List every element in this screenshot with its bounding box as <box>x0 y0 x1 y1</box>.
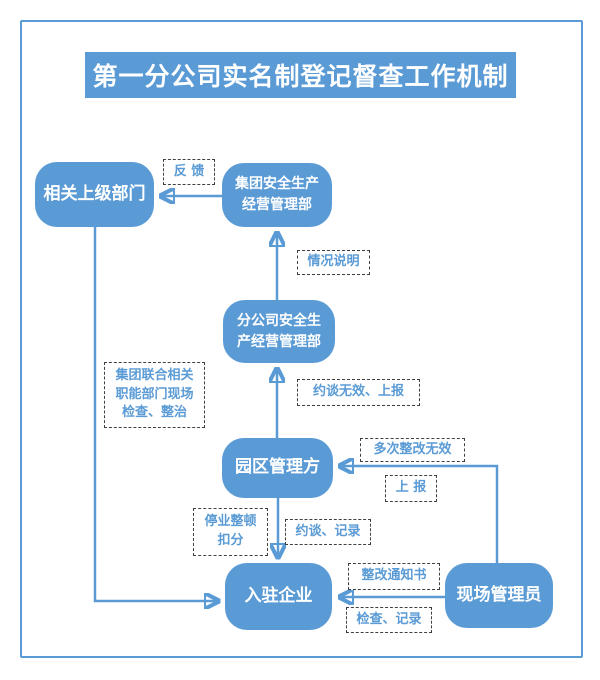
label-group-joint-inspection: 集团联合相关 职能部门现场 检查、整治 <box>104 362 205 428</box>
node-park-management: 园区管理方 <box>222 438 333 498</box>
node-group-safety-production-dept: 集团安全生产 经营管理部 <box>222 163 332 227</box>
node-superior-departments: 相关上级部门 <box>35 162 154 227</box>
node-site-manager: 现场管理员 <box>445 563 553 628</box>
node-branch-safety-production-dept: 分公司安全生 产经营管理部 <box>223 300 335 363</box>
label-inspect-and-record: 检查、记录 <box>346 607 432 633</box>
label-rectification-notice: 整改通知书 <box>348 563 440 590</box>
outer-border-frame <box>20 20 583 658</box>
arrow-sitemanager-to-park <box>341 466 499 563</box>
label-interview-and-record: 约谈、记录 <box>285 519 371 545</box>
node-resident-enterprise: 入驻企业 <box>225 563 332 630</box>
label-situation-report: 情况说明 <box>297 250 370 275</box>
arrow-superior-to-enterprise <box>93 227 217 601</box>
label-interview-invalid-report: 约谈无效、上报 <box>297 379 420 406</box>
diagram-title: 第一分公司实名制登记督查工作机制 <box>85 52 516 98</box>
label-repeated-rectification-invalid: 多次整改无效 <box>360 438 465 462</box>
label-report-up: 上 报 <box>385 475 437 502</box>
label-feedback: 反 馈 <box>163 159 215 185</box>
label-suspend-business-deduct-points: 停业整顿 扣分 <box>193 508 268 556</box>
